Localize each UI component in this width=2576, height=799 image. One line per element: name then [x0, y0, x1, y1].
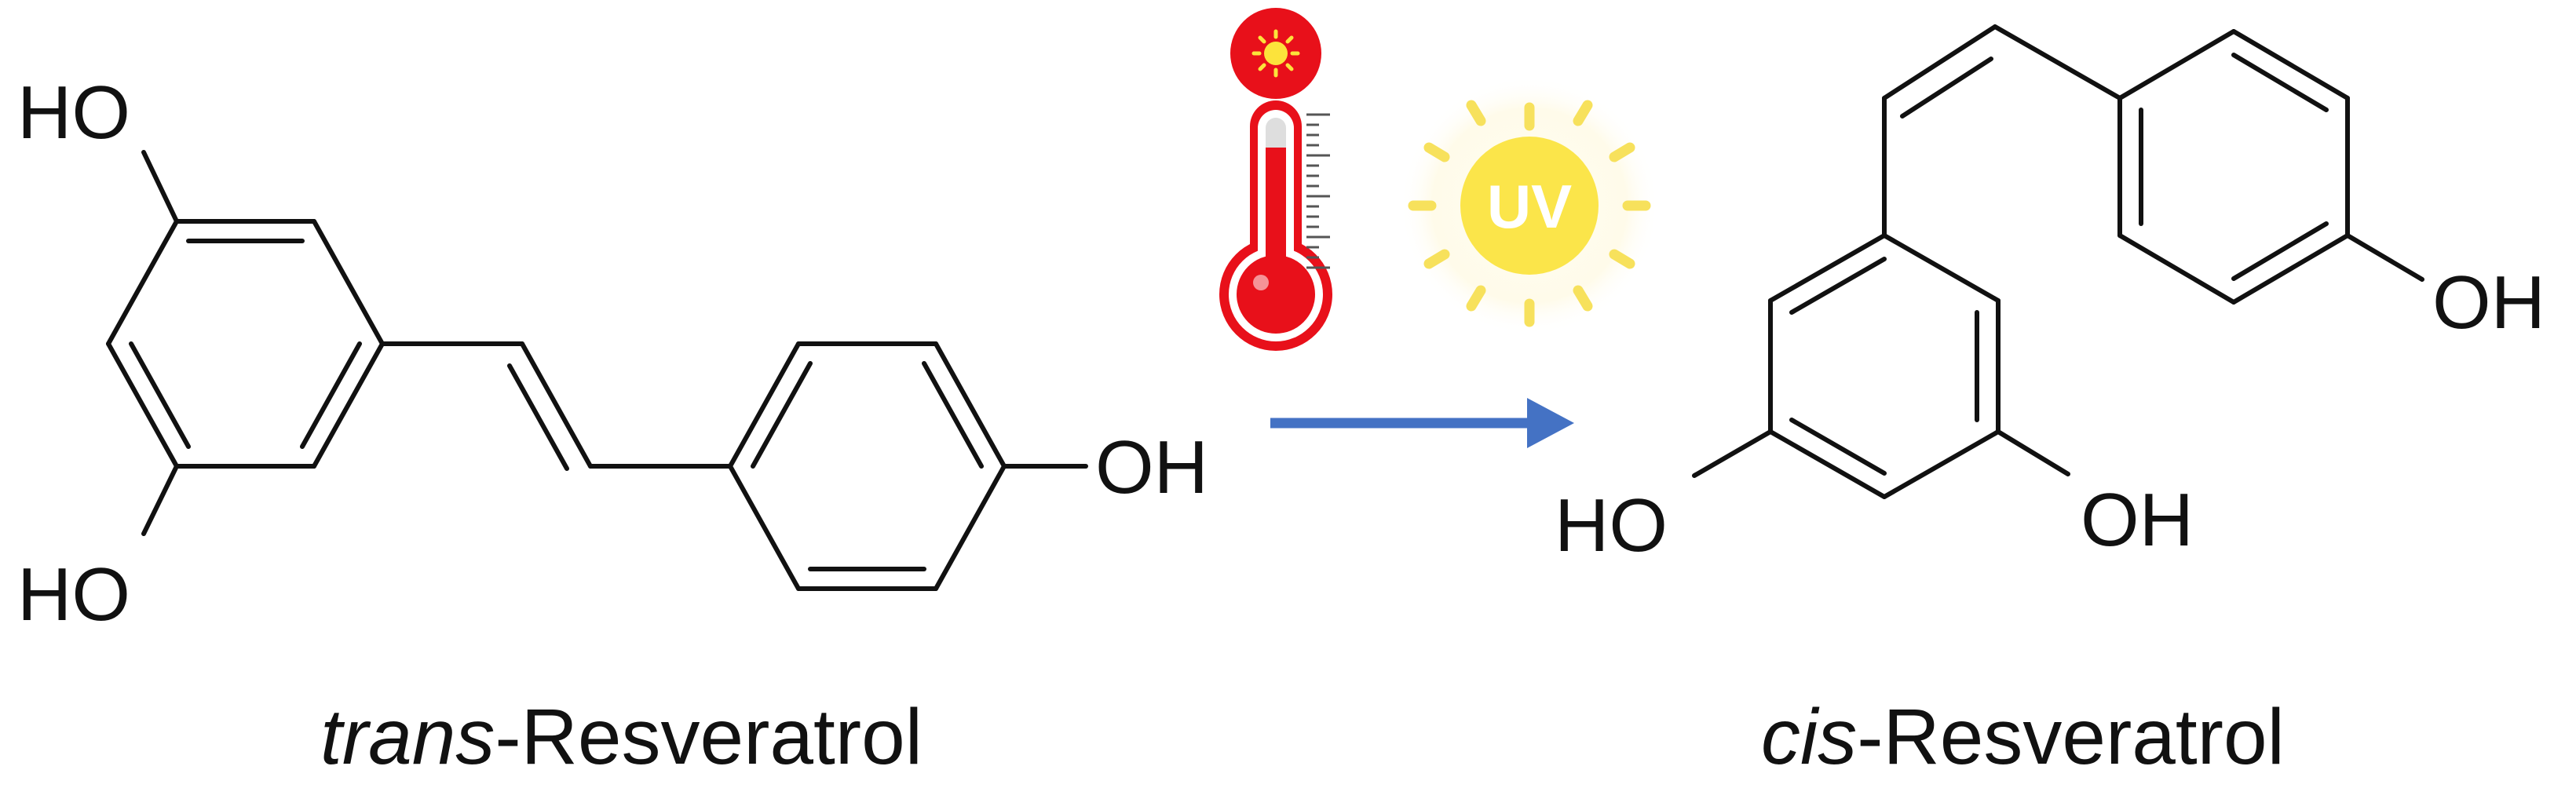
uv-sun-rays	[1408, 100, 1651, 327]
bond	[728, 341, 801, 469]
uv-label: UV	[1487, 172, 1572, 241]
bond	[1993, 24, 2122, 100]
double-bond-inner	[300, 341, 362, 449]
arrow-head	[1527, 398, 1574, 448]
cis-lower-ring	[1768, 233, 2001, 499]
bond	[934, 341, 1007, 469]
atom-label-ho-left: HO	[1555, 483, 1668, 567]
bond	[2231, 29, 2350, 100]
atom-label-oh-right: OH	[1095, 425, 1208, 509]
bond-oh-bottom	[1996, 429, 2070, 476]
bond	[728, 464, 801, 591]
caption-italic: cis	[1761, 693, 1857, 781]
bond	[1882, 233, 2001, 303]
trans-resveratrol-structure: HO HO OH	[17, 71, 1208, 637]
thermometer-highlight	[1253, 275, 1269, 290]
bond	[312, 341, 385, 469]
product-caption: cis-Resveratrol	[1761, 693, 2285, 781]
sun-icon	[1264, 42, 1288, 65]
cis-alkene-bond	[1882, 24, 1997, 100]
bond	[1882, 429, 2001, 499]
bond-oh-right	[2345, 233, 2424, 282]
double-bond-inner	[751, 361, 813, 469]
double-bond-inner	[1789, 418, 1887, 476]
bond	[2117, 29, 2236, 100]
sun-icon-rays	[1251, 29, 1300, 78]
bond	[106, 219, 179, 346]
atom-label-ho-bottom: HO	[17, 553, 130, 637]
bond-ho-bottom	[141, 464, 179, 536]
bond	[2117, 233, 2236, 305]
trans-alkene-bond-inner	[507, 363, 569, 471]
bond-ho-top	[141, 150, 179, 224]
cis-upper-ring	[2117, 29, 2350, 305]
atom-label-oh-bottom: OH	[2081, 478, 2194, 562]
trans-left-ring	[106, 219, 385, 469]
double-bond-inner	[2231, 221, 2329, 281]
uv-sun-disc	[1460, 137, 1599, 275]
double-bond-inner	[2231, 53, 2329, 112]
bond-ho-left	[1692, 429, 1773, 478]
thermometer-scale	[1306, 113, 1330, 269]
bond	[1768, 429, 1887, 499]
bond	[312, 219, 385, 346]
caption-rest: -Resveratrol	[1857, 693, 2285, 781]
bond	[934, 464, 1007, 591]
double-bond-inner	[129, 341, 191, 449]
bond	[1768, 233, 1887, 303]
trans-alkene-bond	[520, 341, 593, 469]
bond	[106, 341, 179, 469]
thermometer-bulb	[1237, 255, 1315, 334]
atom-label-ho-top: HO	[17, 71, 130, 155]
trans-right-ring	[728, 341, 1007, 591]
caption-rest: -Resveratrol	[495, 693, 923, 781]
reactant-caption: trans-Resveratrol	[320, 693, 923, 781]
cis-alkene-bond-inner	[1900, 57, 1993, 119]
bond	[2231, 233, 2350, 305]
reaction-arrow	[1270, 398, 1574, 448]
double-bond-inner	[922, 361, 984, 469]
atom-label-oh-right: OH	[2432, 261, 2545, 345]
double-bond-inner	[1789, 257, 1887, 315]
thermometer-icon	[1219, 8, 1332, 351]
cis-resveratrol-structure: OH HO OH	[1555, 24, 2545, 567]
uv-sun-icon: UV	[1400, 76, 1659, 335]
caption-italic: trans	[320, 693, 495, 781]
